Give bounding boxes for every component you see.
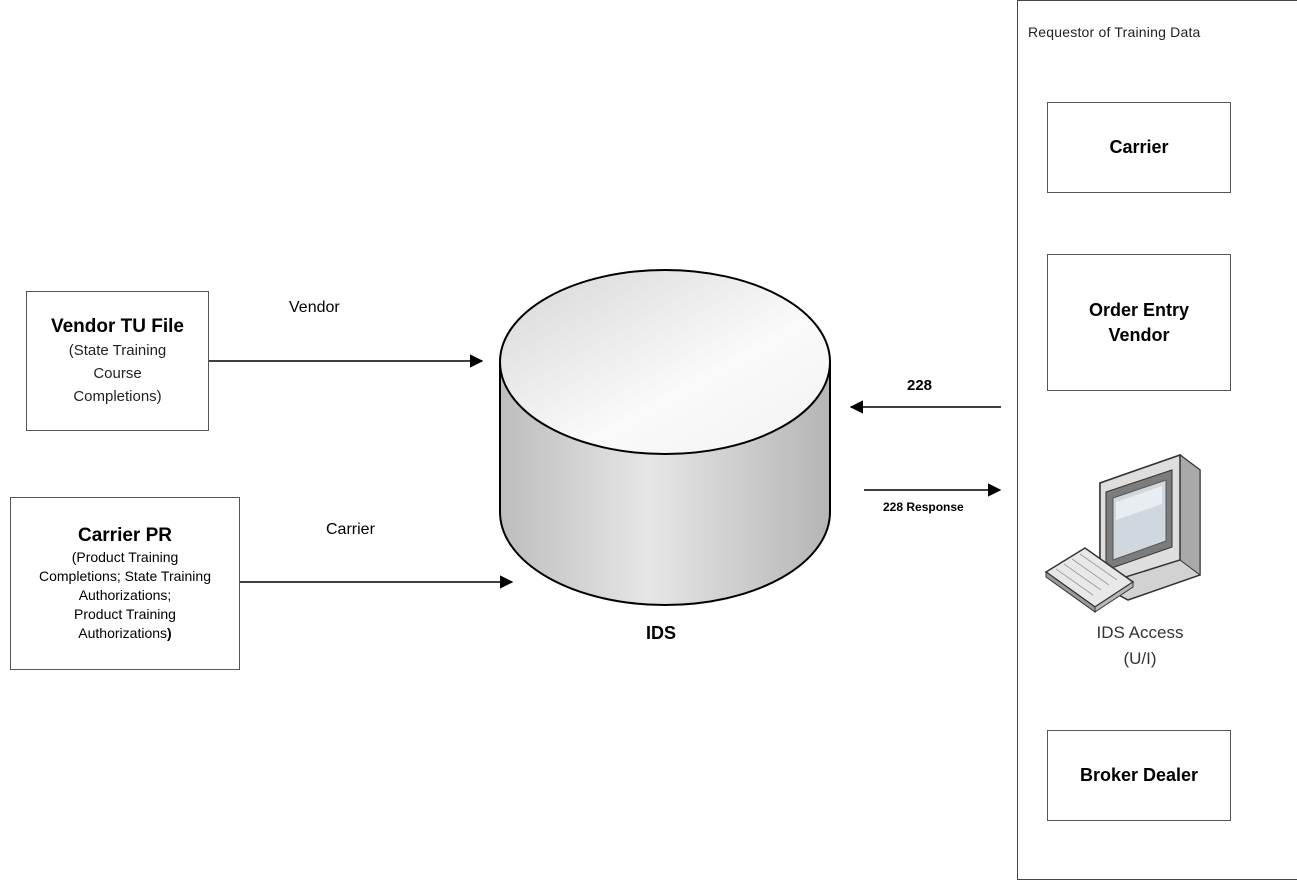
- requestor-carrier-label: Carrier: [1109, 137, 1169, 157]
- carrier-flow-label: Carrier: [326, 521, 375, 538]
- database-cylinder-icon: [499, 269, 831, 606]
- vendor-tu-file-line1: (State Training: [68, 341, 167, 359]
- response-228-label: 228 Response: [883, 500, 964, 514]
- carrier-pr-line1: (Product Training: [71, 549, 179, 565]
- carrier-pr-title: Carrier PR: [78, 525, 172, 546]
- carrier-pr-line4: Product Training: [74, 606, 176, 622]
- vendor-tu-file-box: Vendor TU File (State Training Course Co…: [26, 291, 209, 431]
- carrier-pr-line5-wrap: Authorizations): [78, 624, 171, 643]
- ids-database-label: IDS: [646, 623, 677, 643]
- order-entry-line1: Order Entry: [1088, 299, 1190, 320]
- order-entry-vendor-box: Order Entry Vendor: [1047, 254, 1231, 391]
- carrier-pr-line3: Authorizations;: [78, 587, 172, 603]
- ids-access-line2: (U/I): [1123, 649, 1157, 668]
- vendor-tu-file-line2: Course: [93, 364, 142, 382]
- order-entry-line2: Vendor: [1108, 324, 1170, 345]
- carrier-pr-line5-end: ): [167, 625, 172, 641]
- carrier-pr-line5: Authorizations: [78, 625, 168, 641]
- broker-dealer-box: Broker Dealer: [1047, 730, 1231, 821]
- ids-access-label: IDS Access (U/I): [1047, 620, 1233, 672]
- vendor-tu-file-title: Vendor TU File: [50, 315, 185, 337]
- ids-access-line1: IDS Access: [1096, 623, 1184, 642]
- vendor-tu-file-line3: Completions): [73, 387, 162, 405]
- broker-dealer-label: Broker Dealer: [1079, 765, 1199, 785]
- desktop-computer-icon: [1044, 453, 1201, 613]
- carrier-pr-line2: Completions; State Training: [39, 568, 211, 584]
- request-228-label: 228: [907, 377, 933, 394]
- requestor-carrier-box: Carrier: [1047, 102, 1231, 193]
- requestor-panel-title: Requestor of Training Data: [1028, 24, 1201, 40]
- carrier-pr-box: Carrier PR (Product Training Completions…: [10, 497, 240, 670]
- vendor-flow-label: Vendor: [289, 299, 340, 316]
